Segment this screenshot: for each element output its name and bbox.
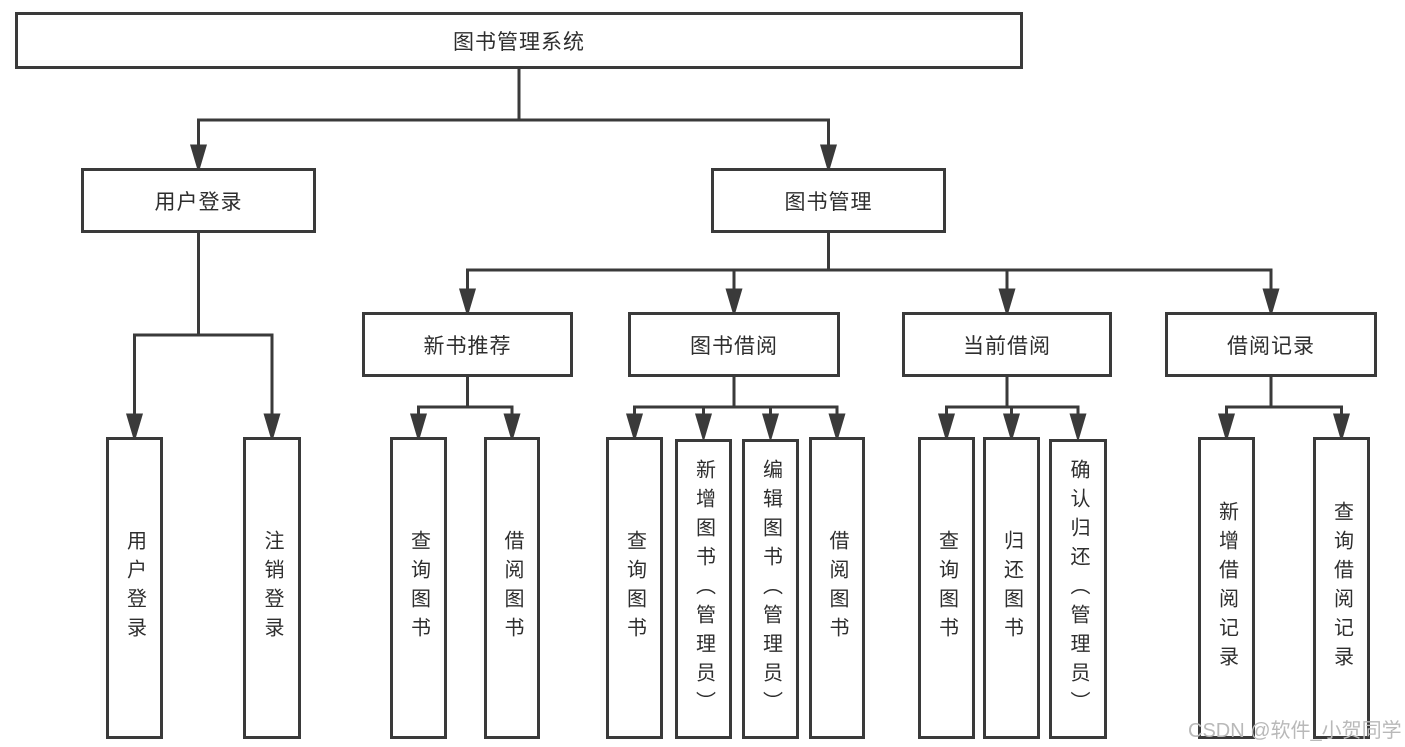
arrowhead	[263, 413, 281, 443]
node-label: 当前借阅	[963, 334, 1051, 358]
leaf-add-book-admin: 新增图书（管理员）	[675, 439, 732, 739]
leaf-query-borrow-record: 查询借阅记录	[1313, 437, 1370, 739]
node-label: 新书推荐	[423, 334, 512, 358]
node-root-library-management-system: 图书管理系统	[15, 12, 1023, 69]
leaf-confirm-return-admin: 确认归还（管理员）	[1049, 439, 1107, 739]
leaf-return-book: 归还图书	[983, 437, 1040, 739]
connector-current-borrow-to-leaves	[937, 377, 1087, 443]
node-label: 查询图书	[623, 530, 646, 646]
node-user-login: 用户登录	[81, 168, 316, 233]
node-new-book-recommend: 新书推荐	[362, 312, 573, 377]
leaf-user-login: 用户登录	[106, 437, 163, 739]
leaf-edit-book-admin: 编辑图书（管理员）	[742, 439, 799, 739]
csdn-watermark: CSDN @软件_小贺同学	[1188, 720, 1402, 742]
node-label: 借阅图书	[501, 530, 523, 646]
arrowhead	[189, 144, 208, 174]
node-label: 用户登录	[123, 530, 146, 646]
arrowhead	[998, 288, 1016, 318]
leaf-query-books-borrow: 查询图书	[606, 437, 663, 739]
arrowhead	[761, 413, 780, 443]
arrowhead	[725, 288, 743, 318]
node-label: 图书管理系统	[453, 30, 585, 54]
arrowhead	[694, 413, 713, 443]
arrowhead	[1069, 413, 1087, 443]
node-borrow-record: 借阅记录	[1165, 312, 1377, 377]
arrowhead	[503, 413, 521, 443]
leaf-borrow-books-recommend: 借阅图书	[484, 437, 540, 739]
arrowhead	[1217, 413, 1236, 443]
connector-root-to-level2	[189, 69, 838, 174]
arrowhead	[458, 288, 477, 318]
node-label: 查询图书	[407, 530, 430, 646]
arrowhead	[1332, 413, 1351, 443]
connector-book-borrow-to-leaves	[625, 377, 846, 443]
leaf-logout: 注销登录	[243, 437, 301, 739]
arrowhead	[625, 413, 644, 443]
leaf-query-books-current: 查询图书	[918, 437, 975, 739]
node-label: 图书借阅	[690, 334, 778, 358]
node-label: 归还图书	[1000, 530, 1023, 646]
node-label: 查询借阅记录	[1330, 501, 1353, 675]
leaf-borrow-books: 借阅图书	[809, 437, 865, 739]
node-label: 图书管理	[784, 190, 873, 214]
leaf-add-borrow-record: 新增借阅记录	[1198, 437, 1255, 739]
connector-user-login-to-leaves	[125, 233, 281, 443]
node-label: 注销登录	[261, 530, 283, 646]
node-book-borrow: 图书借阅	[628, 312, 840, 377]
node-label: 编辑图书（管理员）	[759, 458, 782, 720]
node-book-management: 图书管理	[711, 168, 946, 233]
node-label: 借阅记录	[1227, 334, 1315, 358]
arrowhead	[125, 413, 144, 443]
node-label: 查询图书	[935, 530, 958, 646]
arrowhead	[1002, 413, 1021, 443]
leaf-query-books-recommend: 查询图书	[390, 437, 447, 739]
node-label: 新增图书（管理员）	[692, 458, 715, 720]
node-current-borrow: 当前借阅	[902, 312, 1112, 377]
connector-book-management-to-level3	[458, 233, 1280, 318]
node-label: 新增借阅记录	[1215, 501, 1238, 675]
node-label: 借阅图书	[826, 530, 848, 646]
arrowhead	[409, 413, 428, 443]
arrowhead	[1262, 288, 1280, 318]
node-label: 用户登录	[154, 190, 243, 214]
connector-borrow-record-to-leaves	[1217, 377, 1351, 443]
connector-new-book-to-leaves	[409, 377, 521, 443]
node-label: 确认归还（管理员）	[1067, 458, 1089, 720]
arrowhead	[937, 413, 956, 443]
arrowhead	[828, 413, 846, 443]
arrowhead	[819, 144, 838, 174]
